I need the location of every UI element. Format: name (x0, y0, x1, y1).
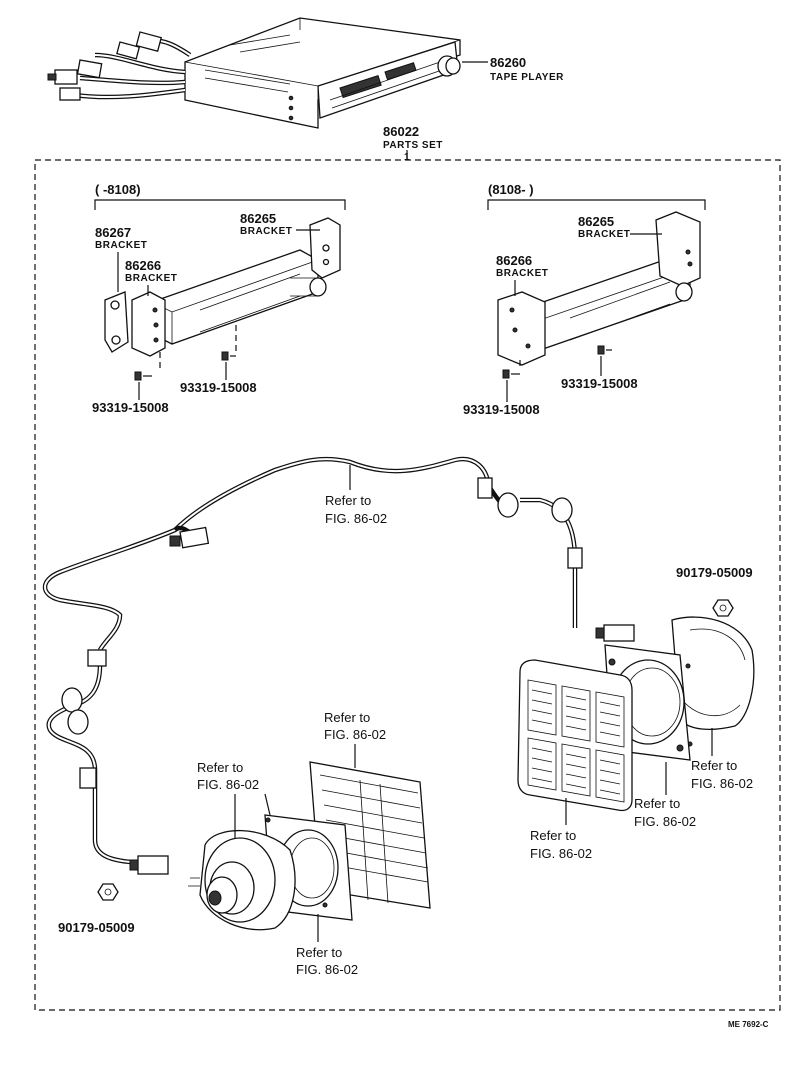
left-range-bracket (94, 199, 346, 210)
left-bracket-86265-name: BRACKET (240, 226, 292, 237)
right-range-label: (8108- ) (488, 182, 534, 197)
left-bracket-86266-name: BRACKET (125, 273, 177, 284)
harness-ref-line1: Refer to (325, 493, 371, 508)
left-screw-lower-no: 93319-15008 (92, 400, 169, 415)
right-screw-lower-no: 93319-15008 (463, 402, 540, 417)
harness-ref-line2: FIG. 86-02 (325, 511, 387, 526)
right-bracket-86265-name: BRACKET (578, 229, 630, 240)
left-bracket-assembly (104, 217, 341, 381)
right-range-bracket (487, 199, 706, 210)
tape-player-part-no: 86260 (490, 55, 526, 70)
nut-left-part-no: 90179-05009 (58, 920, 135, 935)
left-bracket-86267-no: 86267 (95, 225, 131, 240)
right-speaker-assembly (517, 616, 755, 812)
ref-speaker-left-line2: FIG. 86-02 (197, 777, 259, 792)
ref-speaker-right-line1: Refer to (691, 758, 737, 773)
right-screw-upper-no: 93319-15008 (561, 376, 638, 391)
parts-set-name: PARTS SET (383, 140, 443, 151)
right-bracket-assembly (497, 211, 701, 379)
right-bracket-86265-no: 86265 (578, 214, 614, 229)
right-bracket-86266-name: BRACKET (496, 268, 548, 279)
nut-right-part-no: 90179-05009 (676, 565, 753, 580)
parts-set-boundary (34, 159, 781, 1011)
ref-spacer-left-line2: FIG. 86-02 (296, 962, 358, 977)
left-screw-upper-no: 93319-15008 (180, 380, 257, 395)
wire-harness (42, 456, 635, 875)
ref-grille-left-line1: Refer to (324, 710, 370, 725)
left-speaker-assembly (188, 761, 431, 931)
left-bracket-86266-no: 86266 (125, 258, 161, 273)
drawing-code: ME 7692-C (728, 1020, 769, 1029)
left-bracket-86267-name: BRACKET (95, 240, 147, 251)
tape-player-illustration (47, 17, 461, 129)
tape-player-name: TAPE PLAYER (490, 72, 564, 83)
right-bracket-86266-no: 86266 (496, 253, 532, 268)
parts-set-part-no: 86022 (383, 124, 419, 139)
ref-bracket-right-line1: Refer to (634, 796, 680, 811)
ref-speaker-right-line2: FIG. 86-02 (691, 776, 753, 791)
ref-grille-left-line2: FIG. 86-02 (324, 727, 386, 742)
ref-grille-right-line1: Refer to (530, 828, 576, 843)
left-range-label: ( -8108) (95, 182, 141, 197)
nut-left (97, 883, 119, 901)
left-bracket-86265-no: 86265 (240, 211, 276, 226)
ref-speaker-left-line1: Refer to (197, 760, 243, 775)
ref-grille-right-line2: FIG. 86-02 (530, 846, 592, 861)
ref-spacer-left-line1: Refer to (296, 945, 342, 960)
ref-bracket-right-line2: FIG. 86-02 (634, 814, 696, 829)
nut-right (712, 599, 734, 617)
